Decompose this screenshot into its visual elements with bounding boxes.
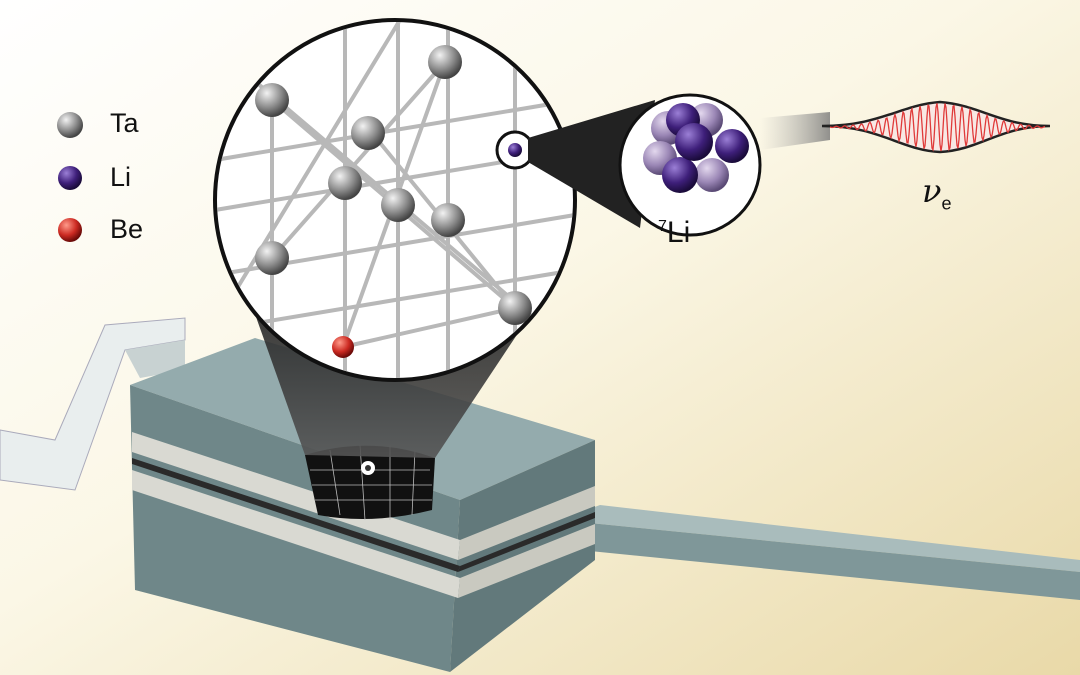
neutrino-label: νe (922, 172, 951, 214)
nucleus-magnifier (618, 93, 762, 237)
nucleus-label: 7Li (658, 216, 690, 250)
be-legend-icon (58, 218, 82, 242)
mass-number: 7 (658, 218, 667, 235)
ta-atoms (255, 45, 532, 325)
li-atom (508, 143, 522, 157)
li-legend-icon (58, 166, 82, 190)
ta-legend-icon (57, 112, 83, 138)
neutrino-wave (760, 100, 1051, 154)
left-lead (0, 317, 186, 491)
crystal-lattice-magnifier (213, 18, 577, 382)
legend-label-ta: Ta (110, 108, 139, 138)
legend-label-li: Li (110, 162, 132, 192)
legend-label-be: Be (110, 214, 144, 244)
nucleus-symbol: Li (666, 216, 691, 249)
right-lead (560, 505, 1080, 600)
neutrino-symbol: ν (922, 172, 942, 210)
be-atom (332, 336, 354, 358)
neutrino-flavor: e (941, 193, 952, 214)
